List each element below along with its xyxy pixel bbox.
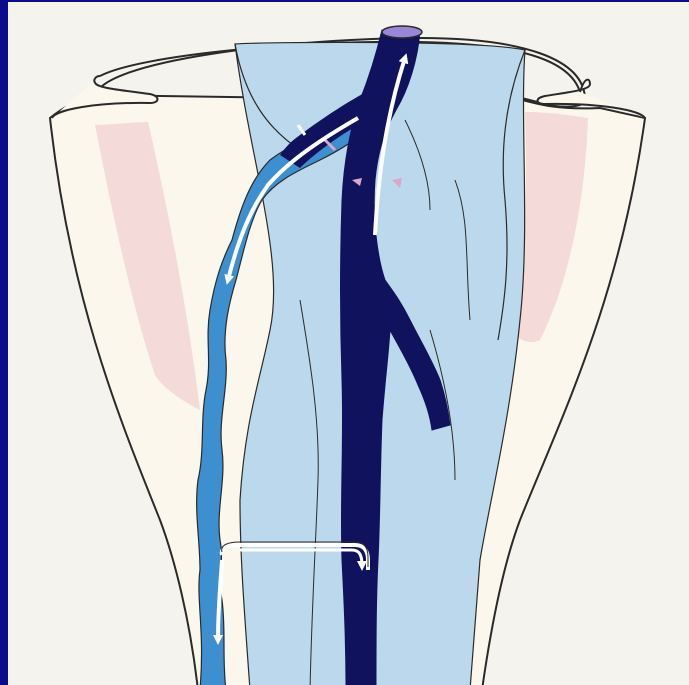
vein-lumen <box>382 26 422 38</box>
